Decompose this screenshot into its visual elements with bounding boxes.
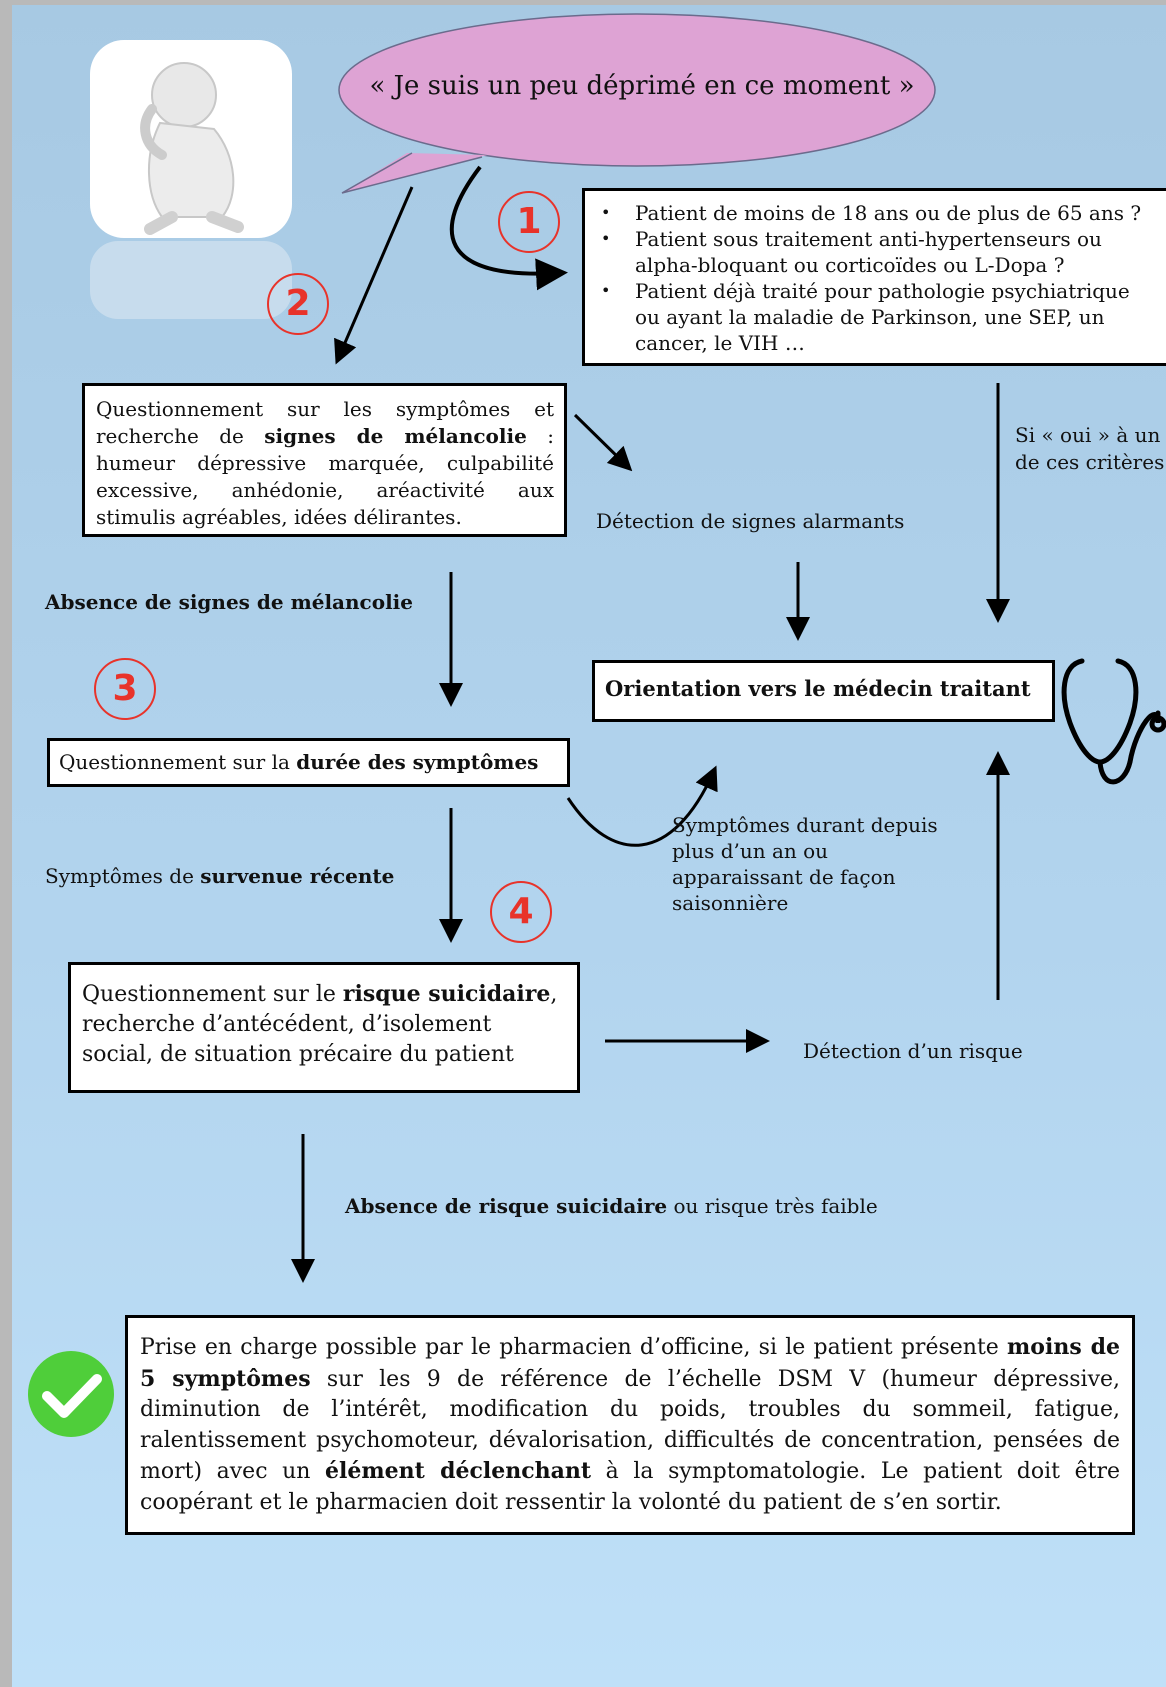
arrow-duration-to-doctor <box>566 765 718 847</box>
suicide-box: Questionnement sur le risque suicidaire,… <box>68 962 580 1093</box>
final-bold-2: élément déclenchant <box>325 1458 592 1484</box>
duration-box: Questionnement sur la durée des symptôme… <box>47 738 570 787</box>
final-bold-1: moins de 5 symptômes <box>140 1334 1120 1392</box>
melancholy-bold: signes de mélancolie <box>264 424 527 448</box>
label-long-duration: Symptômes durant depuis plus d’un an ou … <box>672 813 938 915</box>
label-no-risk-bold: Absence de risque suicidaire <box>345 1194 668 1218</box>
suicide-text: Questionnement sur le <box>82 982 343 1007</box>
melancholy-box: Questionnement sur les symptômes et rech… <box>82 383 567 537</box>
duration-bold: durée des symptômes <box>296 750 539 774</box>
speech-text: « Je suis un peu déprimé en ce moment » <box>369 71 915 101</box>
label-no-melancholy: Absence de signes de mélancolie <box>45 590 413 614</box>
melancholy-text: Questionnement sur les symptômes et rech… <box>96 397 554 448</box>
label-risk-detect: Détection d’un risque <box>803 1039 1023 1063</box>
melancholy-text-rest: : humeur dépressive marquée, culpabilité… <box>96 424 554 529</box>
final-text-1: Prise en charge possible par le pharmaci… <box>140 1335 1008 1360</box>
final-text-2: sur les 9 de référence de l’échelle DSM … <box>140 1366 1121 1485</box>
label-alarming: Détection de signes alarmants <box>596 509 905 533</box>
criteria-item: Patient sous traitement anti-hypertenseu… <box>601 226 1159 278</box>
label-recent-bold: survenue récente <box>200 864 395 888</box>
depressed-person-icon <box>90 40 292 319</box>
arrow-to-criteria <box>449 165 568 291</box>
criteria-item: Patient déjà traité pour pathologie psyc… <box>601 278 1159 356</box>
label-yes-criteria: Si « oui » à un de ces critères <box>1015 423 1165 474</box>
check-circle-icon <box>28 1351 114 1437</box>
stethoscope-icon <box>1061 658 1166 785</box>
label-no-risk: Absence de risque suicidaire ou risque t… <box>345 1194 878 1218</box>
criteria-list: Patient de moins de 18 ans ou de plus de… <box>593 200 1159 356</box>
step-number-3: 3 <box>94 658 156 720</box>
final-box: Prise en charge possible par le pharmaci… <box>125 1315 1135 1535</box>
step-number-1: 1 <box>498 191 560 253</box>
doctor-box: Orientation vers le médecin traitant <box>592 660 1055 722</box>
label-no-risk-text: ou risque très faible <box>667 1194 878 1218</box>
arrow-layer <box>28 13 1166 1437</box>
criteria-box: Patient de moins de 18 ans ou de plus de… <box>582 188 1166 366</box>
criteria-item: Patient de moins de 18 ans ou de plus de… <box>601 200 1159 226</box>
suicide-text-rest: , recherche d’antécédent, d’isolement so… <box>82 982 558 1067</box>
arrow-to-alarming <box>573 413 633 472</box>
suicide-bold: risque suicidaire <box>342 981 551 1007</box>
final-text-3: à la symptomatologie. Le patient doit êt… <box>140 1459 1120 1515</box>
arrow-to-melancholy <box>334 186 414 365</box>
label-recent: Symptômes de survenue récente <box>45 864 394 888</box>
step-number-2: 2 <box>267 273 329 335</box>
step-number-4: 4 <box>490 881 552 943</box>
duration-text: Questionnement sur la <box>59 750 297 774</box>
label-recent-text: Symptômes de <box>45 864 201 888</box>
speech-bubble <box>338 13 936 194</box>
